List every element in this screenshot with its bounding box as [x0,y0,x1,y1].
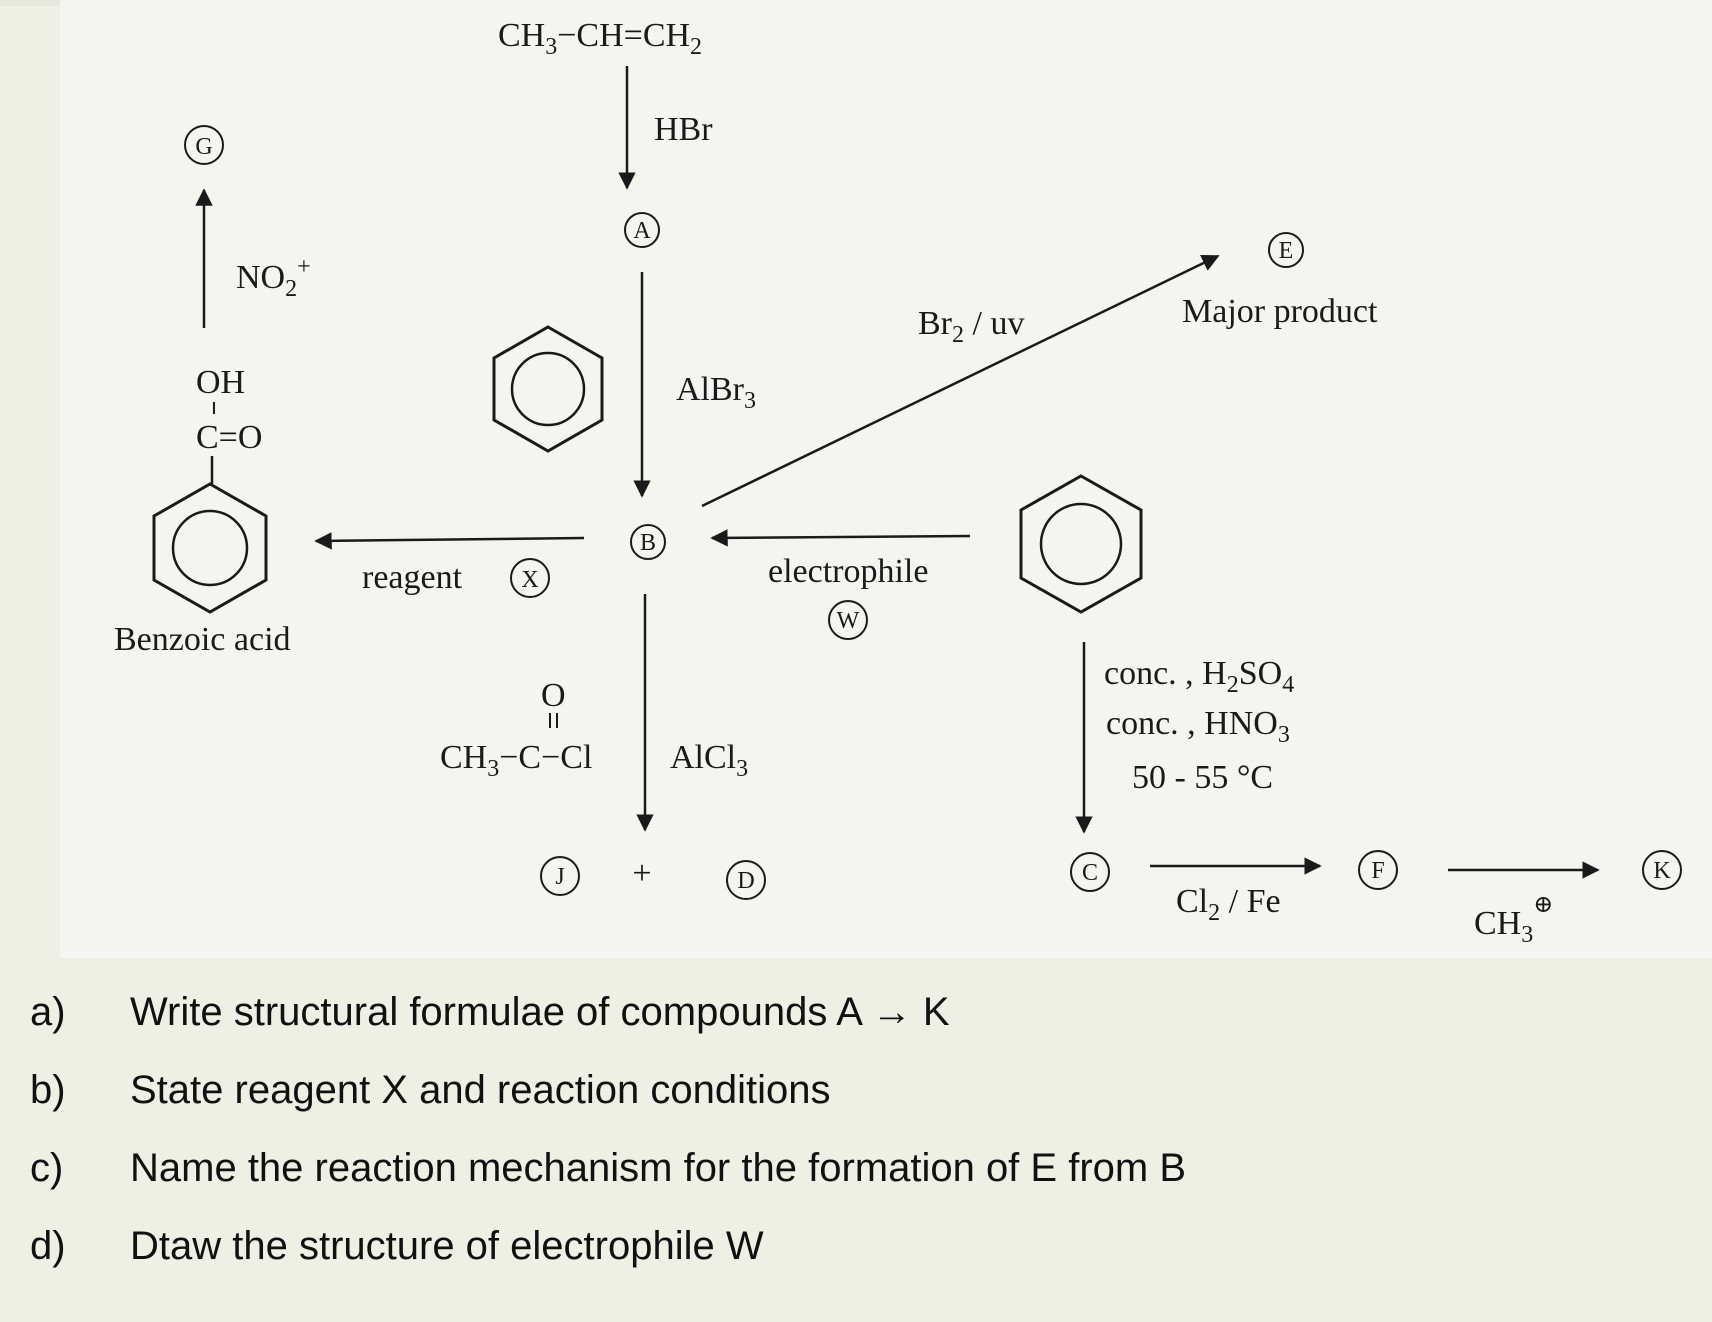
question-text: Write structural formulae of compounds A… [130,990,950,1034]
arrow-benzene-to-b [710,529,971,547]
reaction-scheme-panel [60,0,1712,958]
conc-h2so4-condition: conc. , H2SO4 [1104,655,1294,698]
reagent-x-label: X [510,558,550,598]
compound-e-label: E [1268,232,1304,268]
svg-text:E: E [1279,238,1294,264]
electrophile-label: electrophile [768,553,928,590]
svg-text:K: K [1653,858,1671,884]
br2-uv-reagent: Br2 / uv [918,305,1024,348]
compound-k-label: K [1642,850,1682,890]
methyl-cation-reagent: CH3⊕ [1474,892,1553,948]
arrow-b-to-benzoic [314,532,585,550]
svg-text:G: G [195,134,212,160]
temperature-condition: 50 - 55 °C [1132,759,1273,796]
question-b: b) State reagent X and reaction conditio… [30,1070,1670,1110]
svg-text:J: J [555,864,564,890]
major-product-label: Major product [1182,293,1378,330]
acetyl-chloride-formula: CH3−C−Cl [440,739,592,782]
question-letter: a) [30,990,66,1034]
svg-text:A: A [633,218,651,244]
reaction-scheme: CH3−CH=CH2 HBr A AlBr3 B Br2 / uv E Majo… [114,17,1682,948]
compound-b-label: B [630,524,666,560]
question-letter: b) [30,1068,66,1112]
reagent-label: reagent [362,559,463,596]
question-list: a) Write structural formulae of compound… [30,992,1670,1304]
svg-text:D: D [737,868,754,894]
cooh-carbonyl: C=O [196,419,262,456]
acyl-oxygen: O [541,677,566,714]
compound-c-label: C [1070,852,1110,892]
hbr-reagent: HBr [654,111,713,148]
conc-hno3-condition: conc. , HNO3 [1106,705,1290,748]
propene-formula: CH3−CH=CH2 [498,17,702,60]
svg-text:X: X [521,567,538,593]
question-d: d) Dtaw the structure of electrophile W [30,1226,1670,1266]
question-letter: d) [30,1224,66,1268]
svg-text:B: B [640,530,656,556]
question-text: Dtaw the structure of electrophile W [130,1224,764,1268]
compound-j-label: J [540,856,580,896]
electrophile-w-label: W [828,600,868,640]
question-text: Name the reaction mechanism for the form… [130,1146,1186,1190]
benzene-ring-right [1019,474,1143,614]
question-text: State reagent X and reaction conditions [130,1068,831,1112]
benzene-ring-benzoic [152,482,268,614]
nitronium-reagent: NO2+ [236,254,311,302]
compound-a-label: A [624,212,660,248]
alcl3-catalyst: AlCl3 [670,739,748,782]
question-letter: c) [30,1146,64,1190]
albr3-catalyst: AlBr3 [676,371,756,414]
svg-text:W: W [837,608,860,634]
benzene-ring-center [492,325,604,453]
plus-sign: + [632,855,651,892]
question-a: a) Write structural formulae of compound… [30,992,1670,1032]
cl2-fe-reagent: Cl2 / Fe [1176,883,1281,926]
compound-d-label: D [726,860,766,900]
arrow-b-to-e [701,254,1220,508]
compound-g-label: G [184,125,224,165]
svg-text:C: C [1082,860,1098,886]
cooh-oh: OH [196,364,245,401]
svg-text:F: F [1371,858,1384,884]
benzoic-acid-label: Benzoic acid [114,621,291,658]
question-c: c) Name the reaction mechanism for the f… [30,1148,1670,1188]
compound-f-label: F [1358,850,1398,890]
